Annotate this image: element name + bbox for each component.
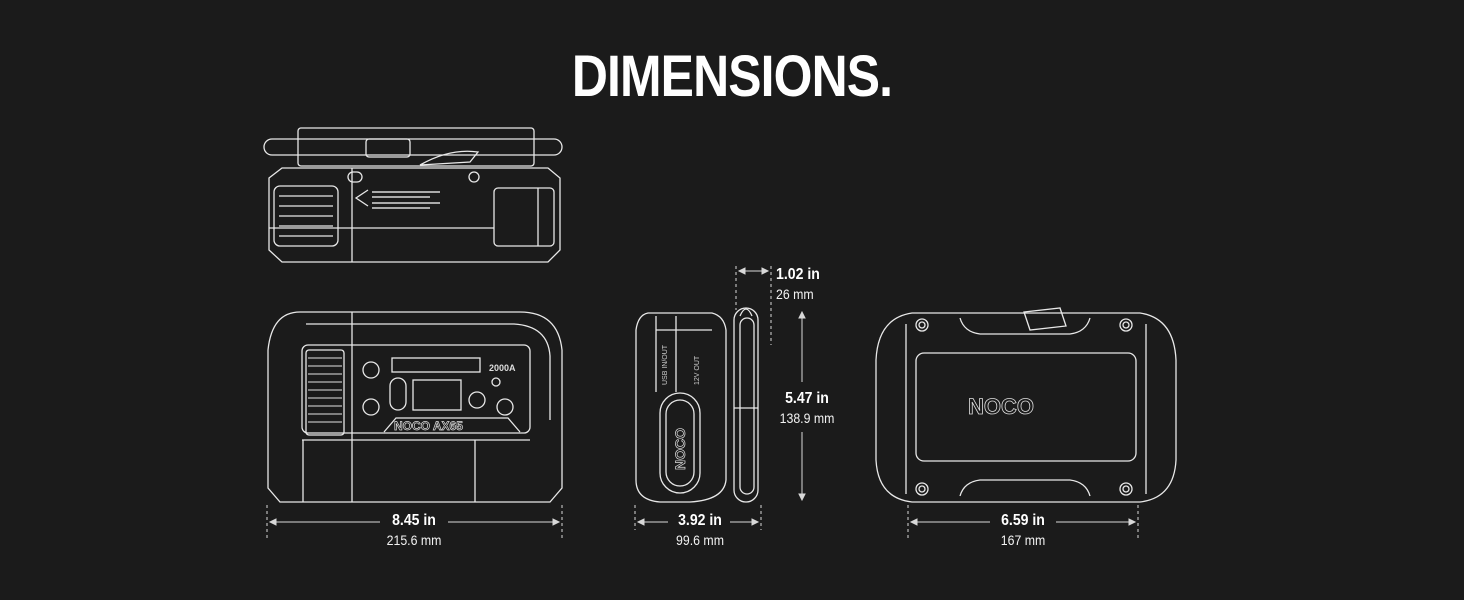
back-width-in: 6.59 in xyxy=(1001,512,1045,529)
amperage-label: 2000A xyxy=(489,363,516,373)
back-width-mm: 167 mm xyxy=(1000,532,1046,548)
height-in: 5.47 in xyxy=(785,390,829,407)
12v-port-label: 12V OUT xyxy=(694,355,701,385)
back-width-dimension: 6.59 in 167 mm xyxy=(973,512,1073,548)
front-width-dimension: 8.45 in 215.6 mm xyxy=(364,512,464,548)
back-view-drawing xyxy=(875,307,1177,503)
height-mm: 138.9 mm xyxy=(779,410,835,426)
handle-thickness-in: 1.02 in xyxy=(776,266,820,283)
side-depth-in: 3.92 in xyxy=(678,512,722,529)
back-brand-label: NOCO xyxy=(968,394,1034,419)
handle-thickness-mm: 26 mm xyxy=(776,286,814,302)
usb-port-label: USB IN/OUT xyxy=(662,344,669,385)
front-brand-label: NOCO AX65 xyxy=(394,419,463,433)
side-brand-label: NOCO xyxy=(672,428,688,470)
front-width-in: 8.45 in xyxy=(392,512,436,529)
height-dimension: 5.47 in 138.9 mm xyxy=(762,390,852,426)
dimension-lines xyxy=(266,266,1139,540)
side-depth-mm: 99.6 mm xyxy=(676,532,724,548)
top-view-drawing xyxy=(263,127,563,263)
front-width-mm: 215.6 mm xyxy=(386,532,442,548)
side-depth-dimension: 3.92 in 99.6 mm xyxy=(650,512,750,548)
side-view-drawing xyxy=(635,307,759,503)
page-title: DIMENSIONS. xyxy=(571,44,893,109)
front-view-drawing xyxy=(267,311,563,503)
handle-thickness-dimension: 1.02 in 26 mm xyxy=(776,266,856,302)
